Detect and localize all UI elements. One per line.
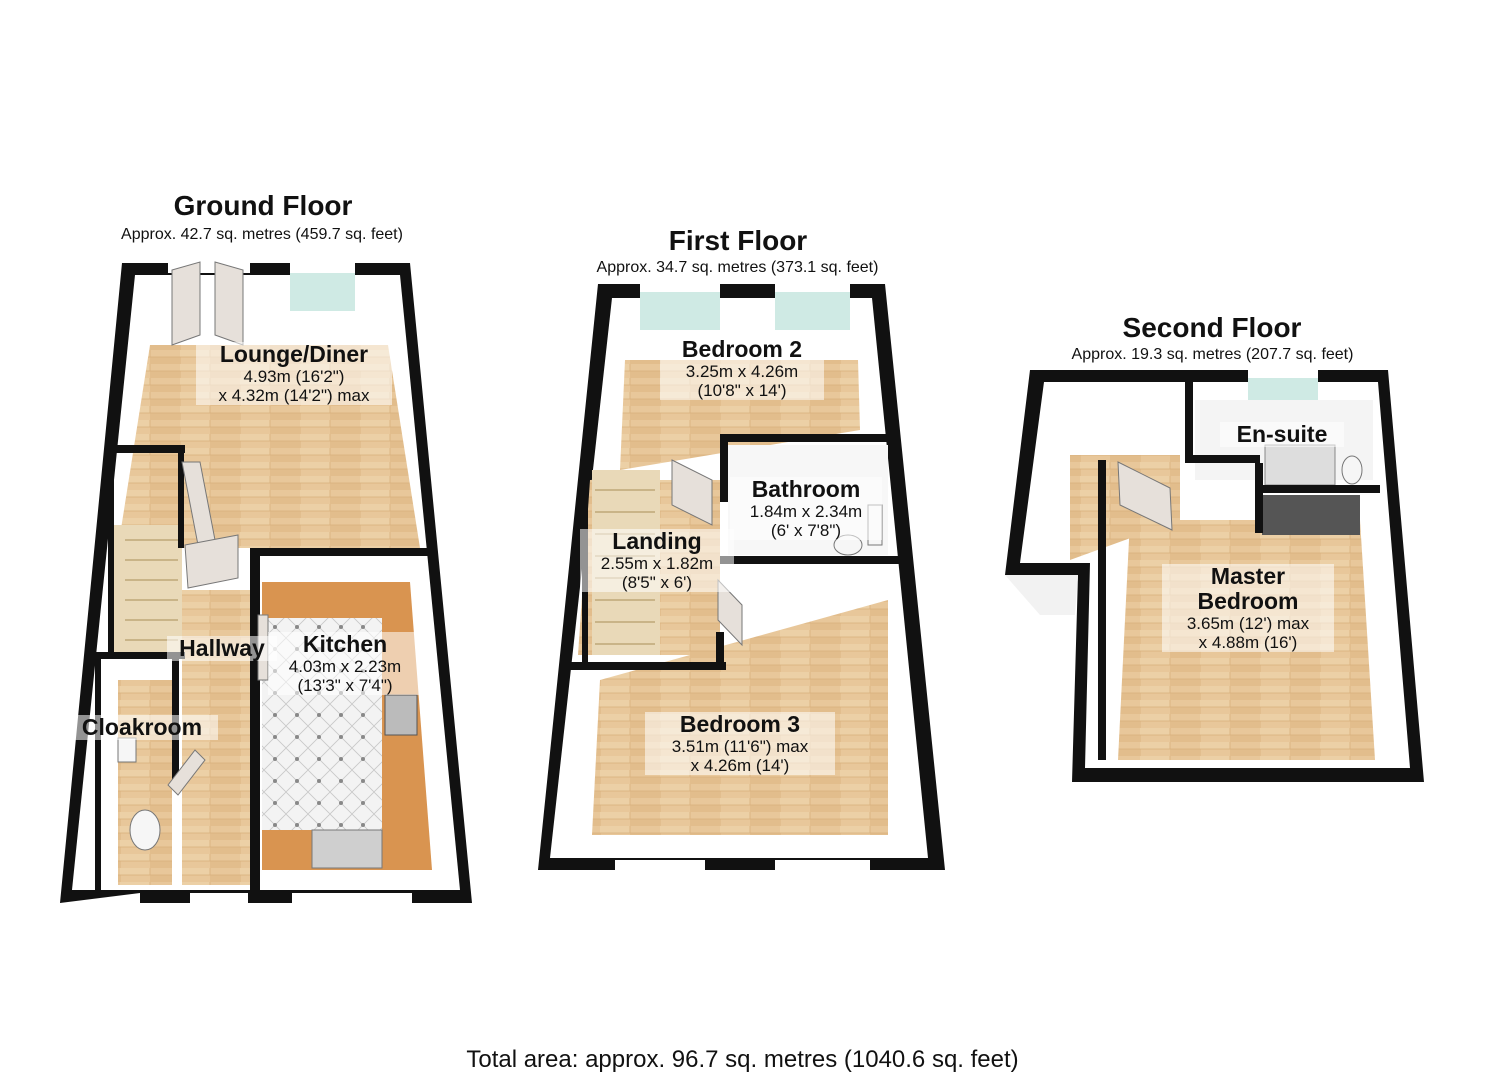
first-floor-area: Approx. 34.7 sq. metres (373.1 sq. feet): [596, 259, 879, 276]
master-wardrobe: [1262, 495, 1360, 535]
ensuite-label: En-suite: [1220, 422, 1344, 447]
bedroom3-label: Bedroom 3 3.51m (11'6") max x 4.26m (14'…: [645, 712, 835, 775]
bedroom2-label: Bedroom 2 3.25m x 4.26m (10'8" x 14'): [660, 337, 824, 400]
first-floor-title: First Floor: [668, 225, 808, 256]
second-interior-walls: [1098, 380, 1380, 760]
master-bedroom-dim2: x 4.88m (16'): [1198, 633, 1298, 652]
first-door-bedroom3: [717, 578, 743, 647]
bathroom-dim2: (6' x 7'8"): [770, 521, 842, 540]
landing-name: Landing: [612, 528, 702, 554]
lounge-diner-dim1: 4.93m (16'2"): [243, 367, 345, 386]
lounge-window: [290, 273, 355, 311]
bathroom-name: Bathroom: [751, 476, 861, 502]
bedroom2-window-right: [775, 292, 850, 330]
cloakroom-wc: [129, 809, 161, 851]
cloakroom-label: Cloakroom: [66, 715, 218, 740]
bathroom-label: Bathroom 1.84m x 2.34m (6' x 7'8"): [730, 477, 882, 540]
landing-dim1: 2.55m x 1.82m: [600, 554, 714, 573]
bedroom3-dim2: x 4.26m (14'): [690, 756, 790, 775]
kitchen-hob: [384, 694, 418, 736]
second-floor-title: Second Floor: [1122, 312, 1302, 343]
kitchen-name: Kitchen: [302, 631, 388, 657]
second-floor-area: Approx. 19.3 sq. metres (207.7 sq. feet): [1071, 346, 1354, 363]
bedroom2-name: Bedroom 2: [681, 336, 803, 362]
cloakroom-basin: [117, 737, 137, 763]
kitchen-dim2: (13'3" x 7'4"): [297, 676, 393, 695]
ground-floor-title: Ground Floor: [173, 190, 353, 221]
lounge-diner-label: Lounge/Diner 4.93m (16'2") x 4.32m (14'2…: [196, 342, 392, 405]
bedroom3-dim1: 3.51m (11'6") max: [671, 737, 809, 756]
hallway-label: Hallway: [167, 636, 277, 661]
ground-stairs: [112, 525, 182, 653]
ensuite-name: En-suite: [1236, 421, 1328, 447]
bedroom2-dim1: 3.25m x 4.26m: [685, 362, 799, 381]
ensuite-shower: [1264, 444, 1336, 486]
ground-floor-area: Approx. 42.7 sq. metres (459.7 sq. feet): [121, 226, 403, 243]
total-area: Total area: approx. 96.7 sq. metres (104…: [466, 1046, 1019, 1073]
lounge-diner-dim2: x 4.32m (14'2") max: [218, 386, 370, 405]
ground-door-2: [184, 534, 239, 589]
kitchen-label: Kitchen 4.03m x 2.23m (13'3" x 7'4"): [268, 632, 422, 695]
bedroom2-dim2: (10'8" x 14'): [697, 381, 787, 400]
landing-label: Landing 2.55m x 1.82m (8'5" x 6'): [580, 529, 734, 592]
bathroom-dim1: 1.84m x 2.34m: [749, 502, 863, 521]
master-door: [1117, 461, 1173, 531]
first-door-bedroom2: [671, 459, 713, 526]
second-floor-eaves: [1005, 575, 1078, 615]
bedroom3-name: Bedroom 3: [679, 711, 801, 737]
master-bedroom-name-line1: Master: [1210, 563, 1286, 589]
master-bedroom-dim1: 3.65m (12') max: [1186, 614, 1310, 633]
cloakroom-door: [167, 749, 206, 796]
hallway-name: Hallway: [179, 635, 265, 661]
cloakroom-floor: [118, 680, 172, 885]
landing-dim2: (8'5" x 6'): [621, 573, 693, 592]
master-bedroom-label: Master Bedroom 3.65m (12') max x 4.88m (…: [1162, 564, 1334, 652]
master-bedroom-name-line2: Bedroom: [1197, 588, 1299, 614]
ensuite-wc: [1341, 455, 1363, 485]
cloakroom-name: Cloakroom: [81, 714, 203, 740]
bedroom2-window-left: [640, 292, 720, 330]
kitchen-sink: [311, 829, 383, 869]
lounge-french-doors: [171, 261, 244, 346]
kitchen-dim1: 4.03m x 2.23m: [288, 657, 402, 676]
lounge-diner-name: Lounge/Diner: [219, 341, 369, 367]
